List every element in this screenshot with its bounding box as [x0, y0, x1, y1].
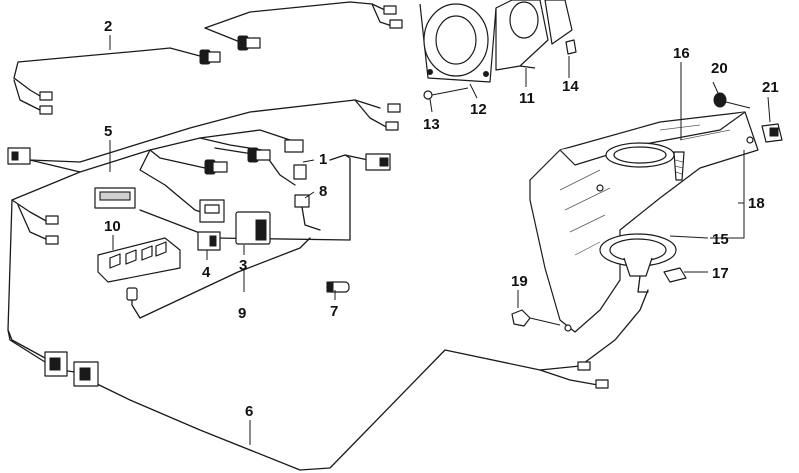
speaker-magnet-icon [623, 257, 653, 277]
speaker-cone-inner-icon [435, 15, 477, 65]
housing-speaker-opening-inner-icon [613, 146, 667, 164]
connector-icon [577, 361, 591, 371]
connector-icon [383, 5, 397, 15]
callout-21: 21 [762, 79, 779, 96]
mount-hole-icon [596, 184, 604, 192]
plug-pin-icon [11, 151, 19, 161]
screw-hole-icon [427, 69, 433, 75]
callout-11: 11 [519, 90, 535, 107]
bulb-icon [207, 51, 221, 63]
callout-labels: 1 2 3 4 5 6 7 8 9 10 11 12 13 14 15 16 1… [104, 18, 779, 420]
bulb-icon [212, 161, 228, 173]
callout-17: 17 [712, 265, 729, 282]
callout-8: 8 [319, 183, 327, 200]
speaker-housing-part-18-icon [529, 111, 759, 333]
connector-icon [385, 121, 399, 131]
fuse-icon [141, 245, 153, 261]
plug-pin-icon [79, 367, 91, 381]
bulb-base-icon [326, 281, 334, 293]
mount-hole-icon [564, 324, 572, 332]
plug-pin-icon [379, 157, 389, 167]
connector-icon [389, 19, 403, 29]
relay-face-icon [255, 219, 267, 241]
screw-shaft-icon [431, 87, 469, 96]
leader-lines [109, 35, 771, 445]
plug-pin-icon [209, 235, 217, 247]
clip-part-14-icon [565, 39, 577, 55]
fuse-icon [109, 253, 121, 269]
door-speaker-assembly [419, 0, 577, 100]
speaker-cone-icon [609, 238, 667, 262]
callout-16: 16 [673, 45, 690, 62]
mount-hole-icon [746, 136, 754, 144]
callout-19: 19 [511, 273, 528, 290]
callout-13: 13 [423, 116, 440, 133]
connector-icon [39, 91, 53, 101]
nut-part-19-icon [511, 309, 531, 327]
fuse-icon [125, 249, 137, 265]
callout-2: 2 [104, 18, 112, 35]
connector-icon [293, 164, 307, 180]
callout-15: 15 [712, 231, 729, 248]
callout-10: 10 [104, 218, 121, 235]
connector-icon [39, 105, 53, 115]
rear-speaker-housing [511, 92, 783, 333]
callout-9: 9 [238, 305, 246, 322]
fuse-icon [155, 241, 167, 257]
callout-14: 14 [562, 78, 579, 95]
screw-hole-icon [483, 71, 489, 77]
bulb-icon [245, 37, 261, 49]
screw-part-16-icon [673, 151, 685, 181]
clip-part-17-icon [663, 267, 687, 283]
connector-icon [387, 103, 401, 113]
connector-icon [45, 235, 59, 245]
connector-icon [126, 287, 138, 301]
plug-pin-icon [49, 357, 61, 371]
connector-part-1-icon [284, 139, 304, 153]
callout-5: 5 [104, 123, 112, 140]
screw-part-13-icon [423, 90, 433, 100]
callout-4: 4 [202, 264, 211, 281]
callout-20: 20 [711, 60, 728, 77]
plug-part-4-icon [197, 231, 221, 251]
bracket-tab-icon [769, 127, 779, 137]
plug-connector-icon [7, 147, 31, 165]
socket-slot-icon [99, 191, 131, 201]
callout-3: 3 [239, 257, 247, 274]
callout-12: 12 [470, 101, 487, 118]
callout-18: 18 [748, 195, 765, 212]
connector-icon [595, 379, 609, 389]
grommet-part-20-icon [713, 92, 727, 108]
connectors [7, 5, 609, 389]
magnet-icon [509, 1, 539, 39]
bulb-icon [255, 149, 271, 161]
speaker-housing-icon [544, 0, 573, 45]
callout-6: 6 [245, 403, 253, 420]
connector-slot-icon [204, 204, 220, 214]
callout-1: 1 [319, 151, 327, 168]
callout-7: 7 [330, 303, 338, 320]
connector-icon [45, 215, 59, 225]
